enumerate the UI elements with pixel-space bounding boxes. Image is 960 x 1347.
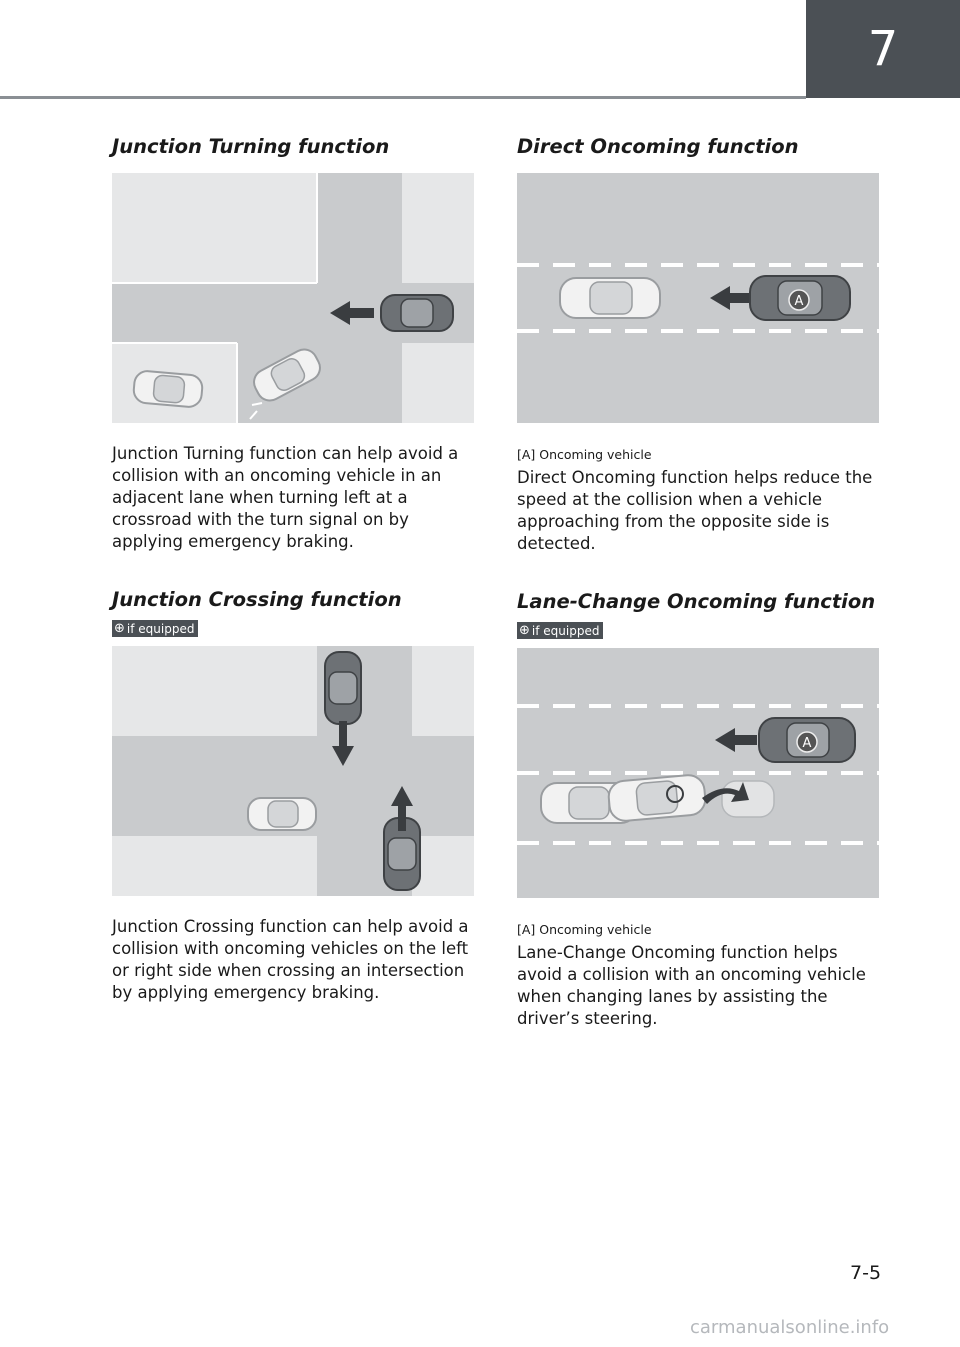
if-equipped-badge: ⊕if equipped [112,620,199,637]
marker-a: A [803,736,812,751]
junction-crossing-body: Junction Crossing function can help avoi… [112,917,469,1002]
section-title-junction-crossing: Junction Crossing function [112,588,402,611]
junction-crossing-illustration [112,646,474,896]
marker-a: A [795,294,804,309]
if-equipped-badge: ⊕if equipped [517,622,604,639]
direct-oncoming-illustration: A [517,173,879,423]
chapter-tab: 7 [806,0,960,98]
page-number: 7-5 [850,1262,882,1284]
section-title-junction-turning: Junction Turning function [112,135,390,158]
chapter-number: 7 [867,21,899,77]
left-column: Junction Turning function Junction Turni… [112,130,474,1004]
lane-change-oncoming-illustration: A [517,648,879,898]
right-column: Direct Oncoming function A [A] Oncoming … [517,130,879,1030]
badge-label: if equipped [531,623,600,638]
watermark: carmanualsonline.info [690,1317,890,1338]
junction-turning-body: Junction Turning function can help avoid… [112,444,459,551]
direct-oncoming-caption: [A] Oncoming vehicle [517,447,652,462]
lane-change-oncoming-caption: [A] Oncoming vehicle [517,922,652,937]
direct-oncoming-body: Direct Oncoming function helps reduce th… [517,468,873,553]
plus-icon: ⊕ [519,623,530,638]
header-rule [0,96,806,99]
junction-turning-illustration [112,173,474,423]
section-title-direct-oncoming: Direct Oncoming function [517,135,799,158]
lane-change-oncoming-body: Lane-Change Oncoming function helps avoi… [517,943,866,1028]
badge-label: if equipped [126,621,195,636]
plus-icon: ⊕ [114,621,125,636]
section-title-lane-change-oncoming: Lane-Change Oncoming function [517,590,876,613]
